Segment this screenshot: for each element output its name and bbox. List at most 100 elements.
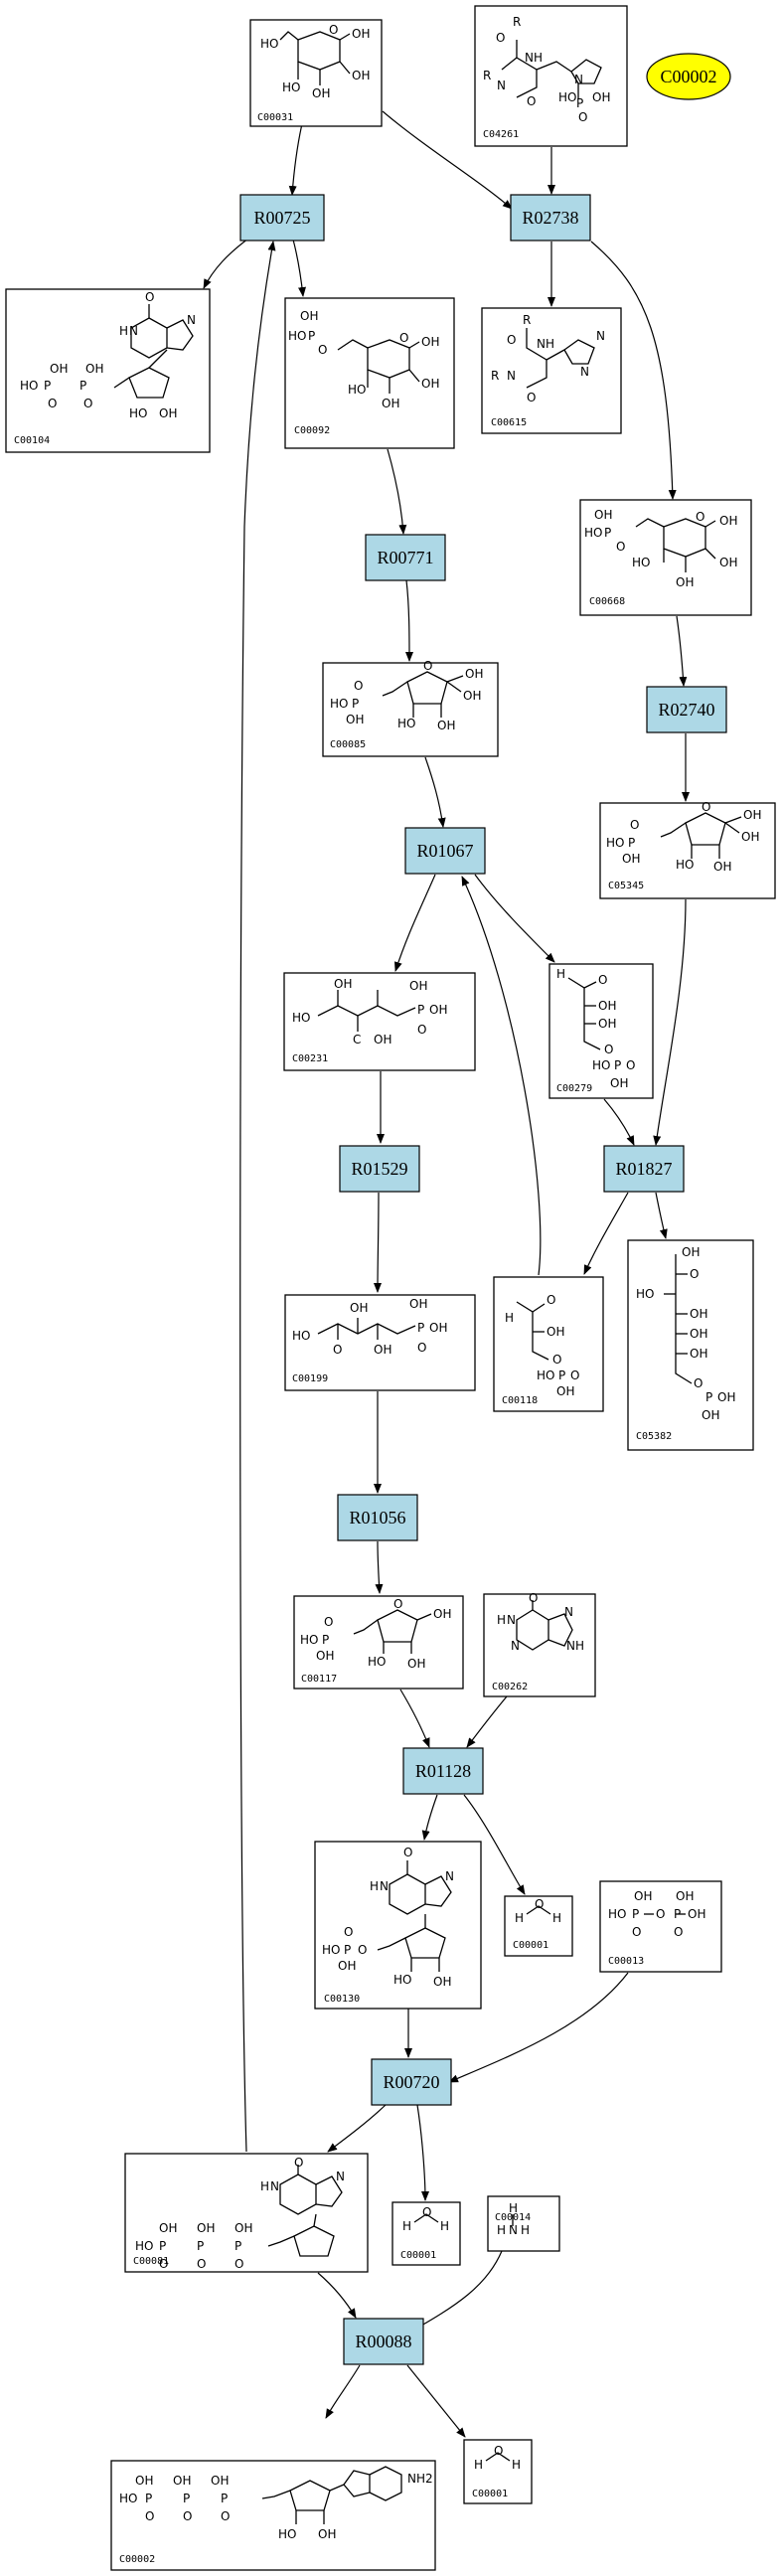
svg-text:O: O <box>159 2257 168 2271</box>
edge-r01827-c00118 <box>583 1192 629 1275</box>
reaction-r01827[interactable]: R01827 <box>603 1145 685 1193</box>
svg-text:NH: NH <box>525 51 543 65</box>
compound-c05345[interactable]: HO P O OH O OH OH HO OH C05345 <box>599 800 776 899</box>
svg-text:P: P <box>235 2239 241 2253</box>
compound-id: C00668 <box>589 596 625 607</box>
compound-c05382[interactable]: OH O HO OH OH OH O P OH OH C05382 <box>627 1239 754 1451</box>
compound-c00014[interactable]: H H N H C00014 <box>487 2195 560 2252</box>
reaction-r01056[interactable]: R01056 <box>337 1494 418 1541</box>
svg-text:O: O <box>535 1897 544 1911</box>
structure-c00014: H H N H <box>497 2201 530 2237</box>
compound-c00199[interactable]: HO OH O OH OH P OH O C00199 <box>284 1294 476 1391</box>
edge-r01067-c00231 <box>393 874 436 972</box>
svg-text:O: O <box>235 2257 243 2271</box>
svg-text:HO: HO <box>393 1973 411 1987</box>
edge-c00279-r01827 <box>603 1098 635 1146</box>
compound-id: C00117 <box>301 1674 337 1685</box>
svg-text:NH2: NH2 <box>407 2472 433 2486</box>
compound-c00013[interactable]: OH OH HO P O P OH O O C00013 <box>599 1880 722 1973</box>
reaction-r01529[interactable]: R01529 <box>339 1145 420 1193</box>
reaction-r00725[interactable]: R00725 <box>239 194 325 242</box>
svg-text:O: O <box>393 1597 402 1611</box>
svg-text:N: N <box>507 1613 516 1627</box>
svg-text:OH: OH <box>350 1301 368 1315</box>
svg-text:P: P <box>322 1633 329 1647</box>
svg-text:O: O <box>547 1293 555 1307</box>
compound-c00001-a[interactable]: H O H C00001 <box>504 1895 573 1957</box>
svg-text:N: N <box>129 324 138 338</box>
svg-text:HO: HO <box>608 1907 626 1921</box>
edge-c00262-r01128 <box>466 1695 508 1748</box>
svg-text:O: O <box>399 331 408 345</box>
svg-text:O: O <box>221 2509 230 2523</box>
compound-id: C00118 <box>502 1395 538 1406</box>
compound-c00092[interactable]: OH HO P O O OH OH HO OH C00092 <box>284 297 455 449</box>
svg-text:OH: OH <box>634 1889 652 1903</box>
reaction-r02740[interactable]: R02740 <box>646 686 727 733</box>
compound-id: C00262 <box>492 1682 528 1692</box>
compound-c00118[interactable]: H O OH O HO P O OH C00118 <box>493 1276 604 1412</box>
compound-c00085[interactable]: HO P O OH O OH OH HO OH C00085 <box>322 659 499 757</box>
svg-text:P: P <box>614 1058 621 1072</box>
compound-id: C00279 <box>556 1083 592 1094</box>
structure-c00262: O H N N N NH <box>497 1591 584 1653</box>
svg-text:O: O <box>329 23 338 37</box>
compound-c00001-b[interactable]: H O H C00001 <box>391 2201 461 2266</box>
svg-text:O: O <box>570 1368 579 1382</box>
reaction-r00771[interactable]: R00771 <box>365 534 446 581</box>
svg-text:N: N <box>511 1639 520 1653</box>
edge-c00081-r00725 <box>239 241 276 2153</box>
svg-text:OH: OH <box>547 1325 564 1339</box>
reaction-label: R02738 <box>522 208 578 228</box>
reaction-r00720[interactable]: R00720 <box>371 2058 452 2106</box>
compound-c00130[interactable]: O H N N HO P O OH O HO OH C00130 <box>314 1841 482 2010</box>
compound-id: C00014 <box>495 2212 531 2223</box>
edge-c00031-r02738 <box>382 110 513 210</box>
svg-text:O: O <box>552 1353 561 1367</box>
svg-text:P: P <box>632 1907 639 1921</box>
reaction-r01067[interactable]: R01067 <box>404 827 486 875</box>
svg-text:NH: NH <box>566 1639 584 1653</box>
svg-text:OH: OH <box>690 1307 707 1321</box>
svg-text:H: H <box>370 1879 379 1893</box>
structure-c00615: R O NH R N O N N <box>491 313 605 404</box>
svg-text:O: O <box>354 679 363 693</box>
compound-c00262[interactable]: O H N N N NH C00262 <box>483 1591 596 1697</box>
reaction-label: R01067 <box>416 841 473 861</box>
svg-text:P: P <box>79 379 86 393</box>
svg-text:OH: OH <box>421 377 439 391</box>
compound-id: C00104 <box>14 435 50 446</box>
svg-text:OH: OH <box>717 1390 735 1404</box>
reaction-r00088[interactable]: R00088 <box>343 2318 424 2365</box>
reaction-r01128[interactable]: R01128 <box>402 1747 484 1795</box>
compound-id: C00013 <box>608 1956 644 1967</box>
highlight-node-c00002[interactable]: C00002 <box>646 53 731 100</box>
compound-c00081[interactable]: O H N N OH OH OH HO P P P O O O C00081 <box>124 2153 369 2273</box>
svg-text:OH: OH <box>300 309 318 323</box>
svg-text:HO: HO <box>278 2527 296 2541</box>
svg-text:O: O <box>294 2156 303 2170</box>
structure-c00130: O H N N HO P O OH O HO OH <box>322 1846 454 1989</box>
reaction-r02738[interactable]: R02738 <box>510 194 591 242</box>
svg-text:OH: OH <box>429 1321 447 1335</box>
svg-text:N: N <box>509 2223 518 2237</box>
svg-text:O: O <box>527 94 536 108</box>
svg-text:C: C <box>353 1033 361 1046</box>
compound-c00231[interactable]: HO OH C OH OH P OH O C00231 <box>283 972 476 1071</box>
compound-c00031[interactable]: O HO OH OH HO OH C00031 <box>249 19 383 127</box>
svg-text:OH: OH <box>433 1607 451 1621</box>
compound-c00668[interactable]: OH HO P O O OH OH HO OH C00668 <box>579 499 752 616</box>
compound-c00104[interactable]: O H N N HO OH OH P P O O HO OH C00104 <box>5 288 211 453</box>
compound-c00001-c[interactable]: H O H C00001 <box>463 2439 533 2504</box>
svg-text:P: P <box>159 2239 166 2253</box>
reaction-label: R01056 <box>349 1508 405 1528</box>
svg-text:O: O <box>358 1943 367 1957</box>
compound-c00615[interactable]: R O NH R N O N N C00615 <box>481 307 622 434</box>
compound-c04261[interactable]: R O NH R N O N HO P OH O C04261 <box>474 5 628 147</box>
compound-c00002[interactable]: OH OH OH HO P P P O O O NH2 HO OH C00002 <box>110 2460 436 2571</box>
edge-r00088-c00002 <box>325 2364 361 2419</box>
compound-c00279[interactable]: H O OH OH O HO P O OH C00279 <box>548 963 654 1099</box>
compound-c00117[interactable]: HO P O OH O OH HO OH C00117 <box>293 1595 464 1690</box>
reactions: R00725 R02738 R00771 R02740 R01067 R0152… <box>239 194 727 2365</box>
svg-text:OH: OH <box>374 1033 391 1046</box>
